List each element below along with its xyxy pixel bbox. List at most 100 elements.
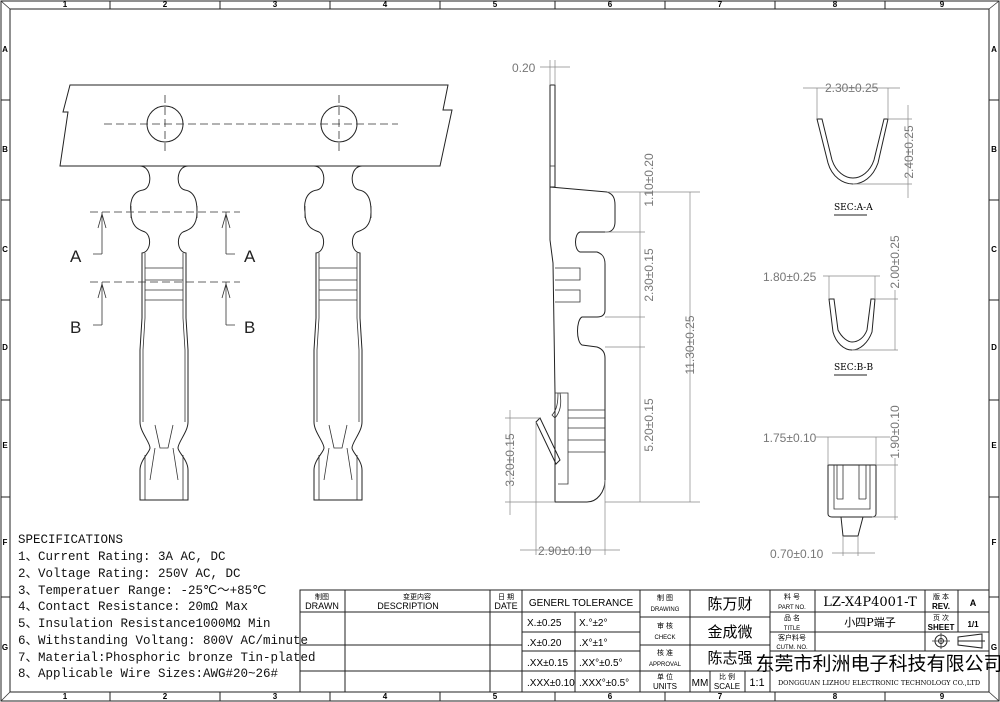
title-block: 制图 DRAWN 变更内容 DESCRIPTION 日 期 DATE GENER… — [299, 589, 1000, 693]
carrier-strip — [59, 84, 453, 167]
zone-row-label: F — [3, 538, 8, 547]
section-b-label: B — [244, 318, 255, 337]
terminal-front-right — [304, 165, 372, 501]
sec-bb-label: SEC:B-B — [834, 363, 873, 373]
customer-no-cn: 客户料号 — [778, 633, 806, 642]
zone-column-label: 1 — [63, 692, 68, 701]
zone-row-label: G — [2, 643, 8, 652]
rev-label: REV. — [932, 602, 950, 611]
zone-row-label: D — [991, 343, 997, 352]
tolerance-value: .XX°±0.5° — [579, 658, 623, 669]
approver-name: 陈志强 — [707, 649, 752, 667]
part-number: LZ-X4P4001-T — [823, 595, 917, 610]
dim-2-90: 2.90±0.10 — [538, 544, 592, 558]
scale-cn: 比 例 — [719, 672, 735, 681]
projection-symbol-icon — [932, 633, 985, 649]
zone-column-label: 5 — [493, 0, 498, 9]
spec-item: 2、Voltage Rating: 250V AC, DC — [18, 567, 241, 581]
scale-label: SCALE — [714, 682, 740, 691]
zone-column-label: 4 — [383, 692, 388, 701]
zone-row-label: E — [2, 441, 8, 450]
end-view: 1.75±0.10 1.90±0.10 0.70±0.10 — [763, 405, 902, 561]
specifications-title: SPECIFICATIONS — [18, 533, 123, 547]
sheet-value: 1/1 — [967, 620, 979, 629]
tolerance-value: .XXX±0.10 — [527, 678, 575, 689]
part-no-cn: 料 号 — [784, 592, 800, 601]
company-name-cn: 东莞市利洲电子科技有限公司 — [755, 653, 1000, 675]
drawn-cn: 制图 — [315, 592, 329, 601]
units-cn: 单 位 — [657, 672, 673, 681]
sec-aa-label: SEC:A-A — [834, 203, 873, 213]
end-view-width: 1.75±0.10 — [763, 431, 817, 445]
section-b-b: 1.80±0.25 2.00±0.25 SEC:B-B — [763, 235, 902, 376]
sheet-label: SHEET — [928, 623, 955, 632]
zone-column-label: 7 — [718, 692, 723, 701]
section-a-a: 2.30±0.25 2.40±0.25 SEC:A-A — [803, 81, 916, 216]
front-view: A A B B — [59, 84, 453, 501]
drawing-label: DRAWING — [651, 607, 680, 613]
description-cn: 变更内容 — [403, 592, 431, 601]
zone-column-label: 2 — [163, 692, 168, 701]
zone-row-label: B — [2, 145, 8, 154]
spec-item: 7、Material:Phosphoric bronze Tin-plated — [18, 651, 316, 665]
side-view: 0.20 1.10±0.20 2.30±0.15 5.20±0.15 11.30… — [503, 60, 700, 558]
tolerance-value: .X°±1° — [579, 638, 608, 649]
zone-row-label: A — [2, 45, 8, 54]
end-view-tip: 0.70±0.10 — [770, 547, 824, 561]
end-view-height: 1.90±0.10 — [888, 405, 902, 459]
part-title: 小四P端子 — [844, 616, 895, 629]
dim-3-20: 3.20±0.15 — [503, 433, 517, 487]
title-label: TITLE — [784, 626, 800, 632]
dim-1-10: 1.10±0.20 — [642, 153, 656, 207]
tolerance-value: X.±0.25 — [527, 618, 562, 629]
zone-row-label: E — [991, 441, 997, 450]
zone-column-label: 2 — [163, 0, 168, 9]
section-b-label: B — [70, 318, 81, 337]
tolerance-value: .XXX°±0.5° — [579, 678, 629, 689]
zone-row-label: B — [991, 145, 997, 154]
zone-column-label: 1 — [63, 0, 68, 9]
customer-no-label: CUTM. NO. — [776, 645, 808, 651]
part-no-label: PART NO. — [778, 605, 806, 611]
zone-row-label: G — [991, 643, 997, 652]
units-label: UNITS — [653, 682, 677, 691]
check-label: CHECK — [654, 635, 675, 641]
terminal-front-left — [130, 165, 198, 501]
zone-column-label: 7 — [718, 0, 723, 9]
zone-row-label: C — [2, 245, 8, 254]
units-value: MM — [692, 678, 709, 689]
spec-item: 4、Contact Resistance: 20mΩ Max — [18, 600, 248, 614]
sec-aa-width: 2.30±0.25 — [825, 81, 879, 95]
dim-11-30: 11.30±0.25 — [683, 315, 697, 374]
zone-column-label: 3 — [273, 0, 278, 9]
rev-cn: 版 本 — [933, 592, 949, 601]
date-cn: 日 期 — [498, 593, 514, 601]
zone-column-label: 4 — [383, 0, 388, 9]
tolerance-table: X.±0.25 X.°±2° .X±0.20 .X°±1° .XX±0.15 .XX°±0… — [527, 618, 629, 689]
tolerance-value: .X±0.20 — [527, 638, 562, 649]
specifications: SPECIFICATIONS 1、Current Rating: 3A AC, … — [18, 533, 316, 681]
tolerance-title: GENERL TOLERANCE — [529, 598, 634, 609]
tolerance-value: X.°±2° — [579, 618, 608, 629]
sec-bb-height: 2.00±0.25 — [888, 235, 902, 289]
approval-cn: 核 准 — [657, 648, 673, 657]
spec-item: 1、Current Rating: 3A AC, DC — [18, 550, 226, 564]
scale-value: 1:1 — [749, 677, 764, 689]
description-label: DESCRIPTION — [377, 601, 439, 611]
section-a-label: A — [70, 247, 82, 266]
approval-label: APPROVAL — [649, 662, 682, 668]
zone-column-label: 6 — [608, 0, 613, 9]
tolerance-value: .XX±0.15 — [527, 658, 569, 669]
date-label: DATE — [494, 601, 517, 611]
zone-row-label: C — [991, 245, 997, 254]
zone-column-label: 3 — [273, 692, 278, 701]
check-cn: 审 核 — [657, 621, 673, 630]
spec-item: 6、Withstanding Voltang: 800V AC/minute — [18, 634, 308, 648]
company-name-en: DONGGUAN LIZHOU ELECTRONIC TECHNOLOGY CO… — [778, 679, 980, 687]
zone-column-label: 5 — [493, 692, 498, 701]
drawing-cn: 制 图 — [657, 593, 673, 602]
sheet-cn: 页 次 — [933, 613, 949, 622]
section-a-label: A — [244, 247, 256, 266]
